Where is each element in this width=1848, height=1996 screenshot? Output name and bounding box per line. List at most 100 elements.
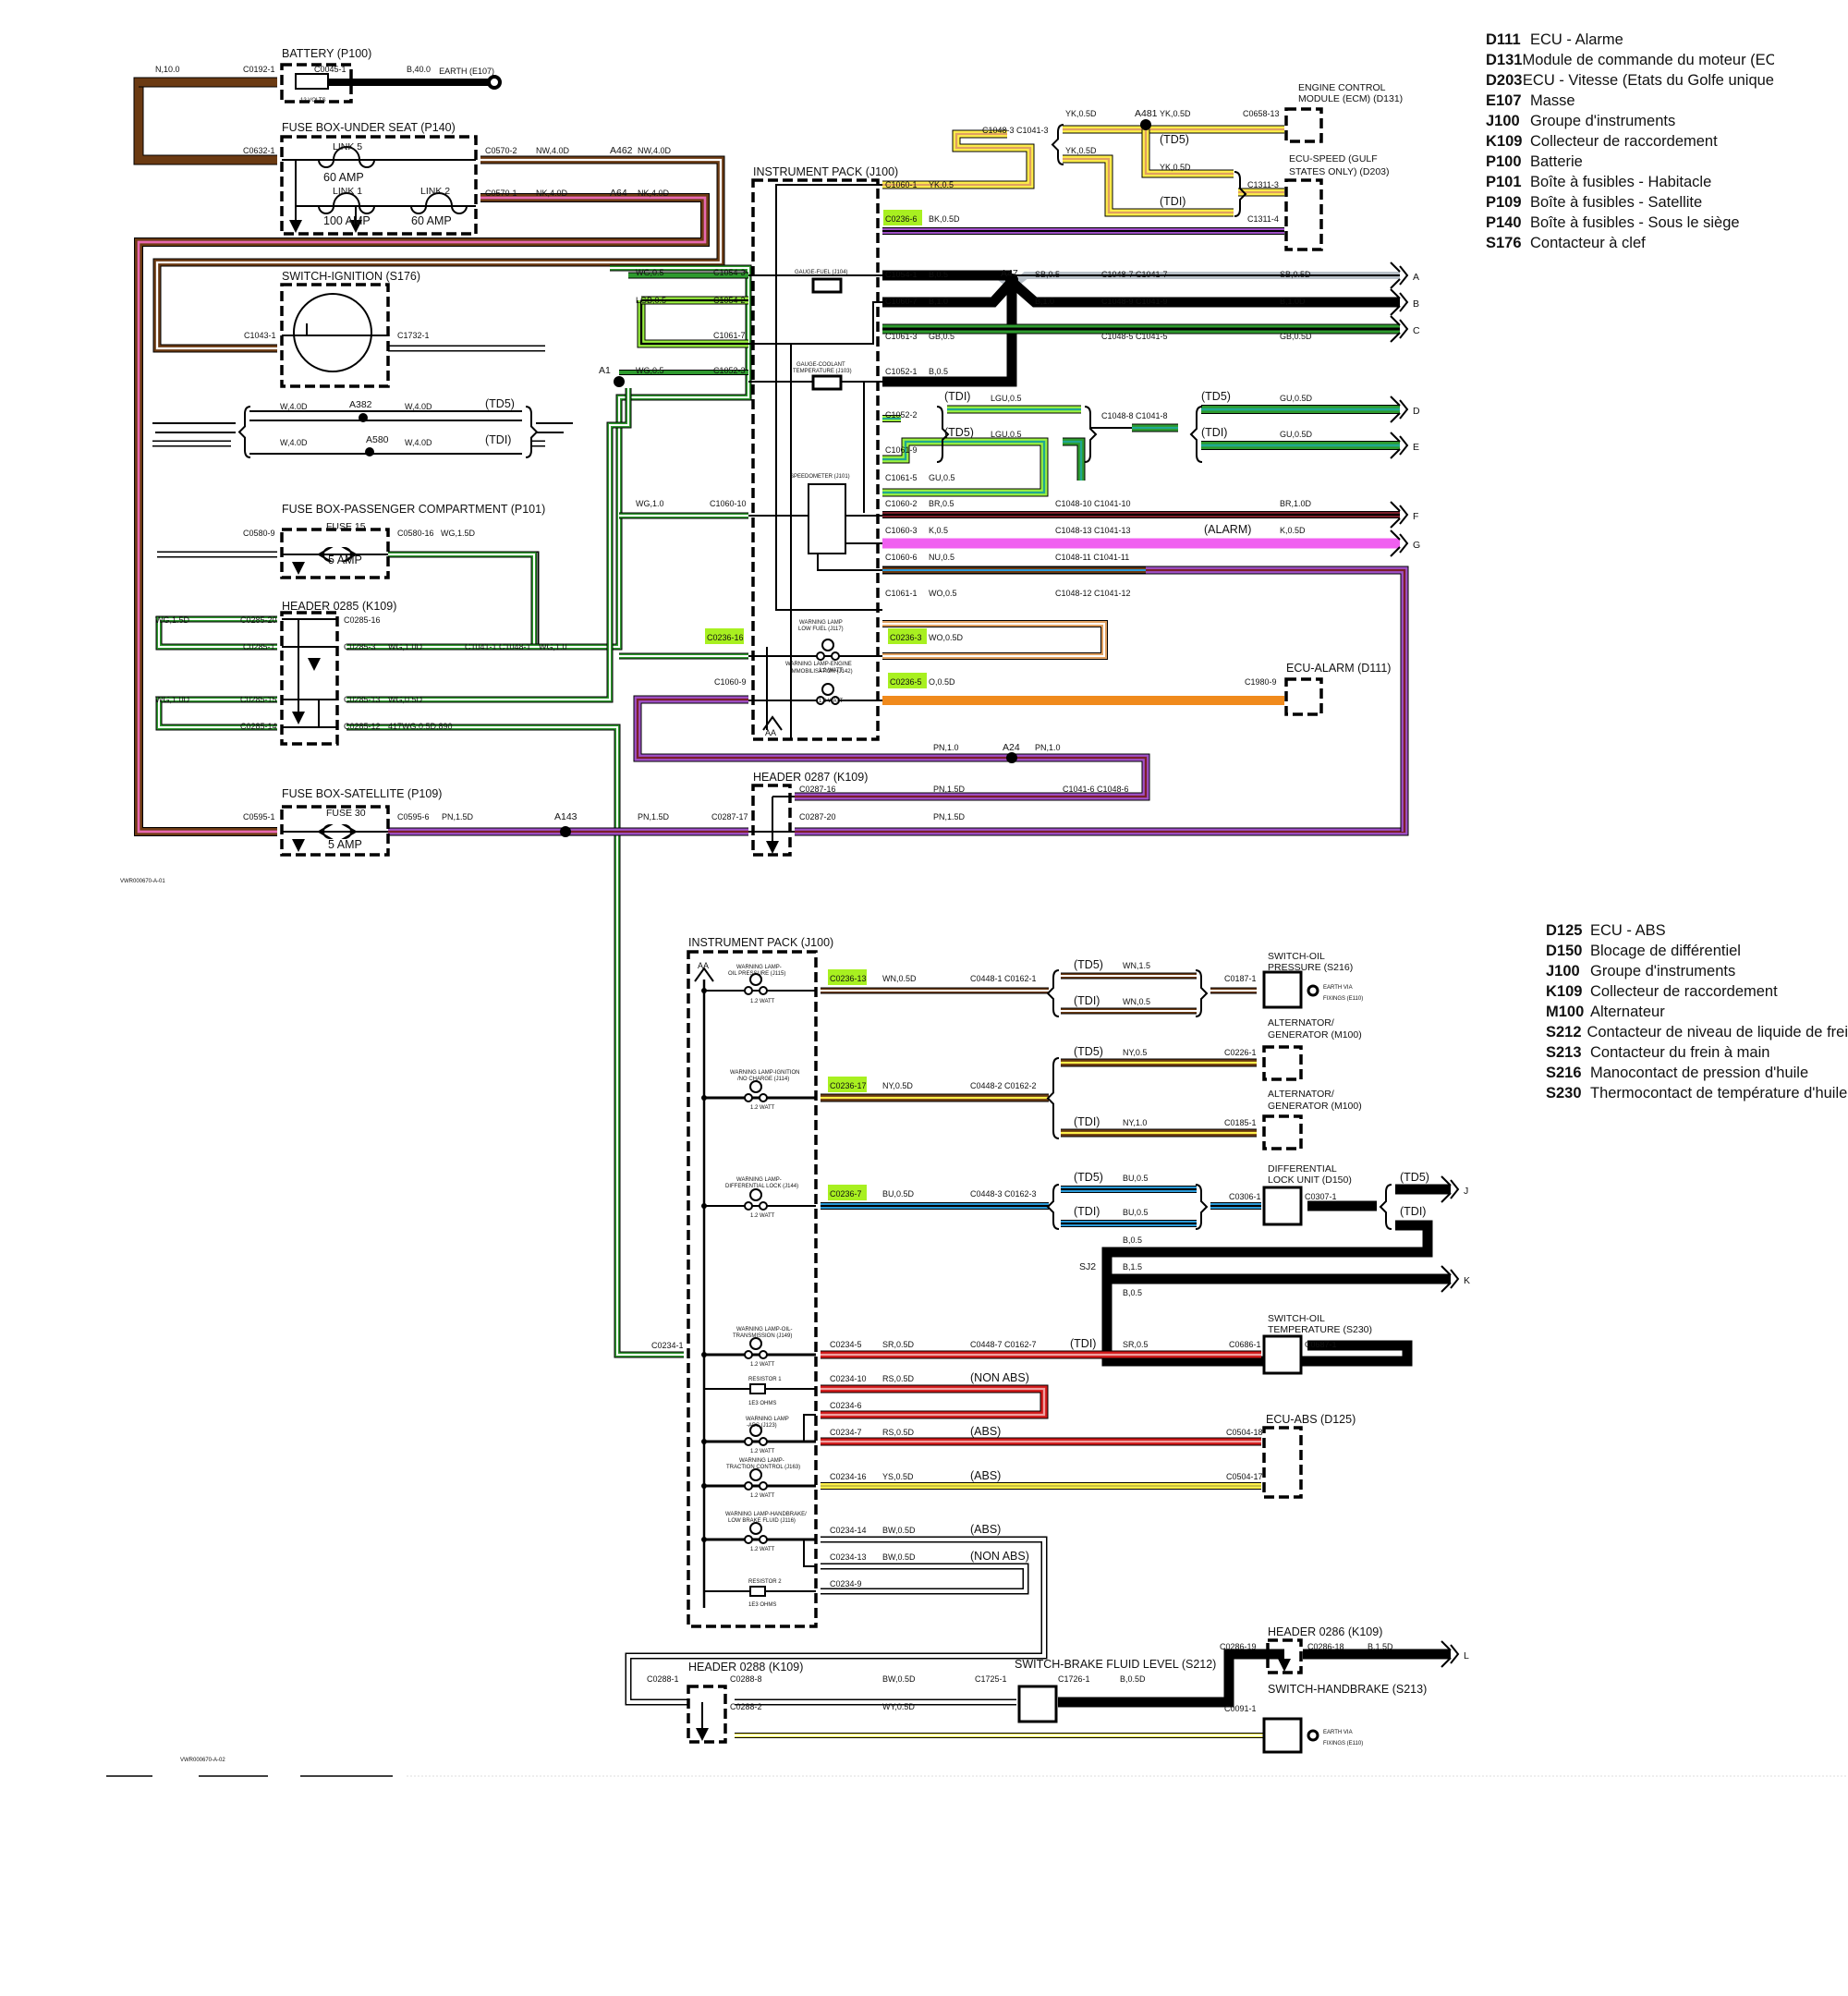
legend-code: P109 [1486, 194, 1522, 211]
wire-label: 5 AMP [328, 838, 362, 851]
line [748, 301, 882, 345]
wire-label: WO,0.5D [929, 633, 964, 642]
wire-label: C0285-20 [240, 615, 277, 625]
wire-label: 1E3 OHMS [748, 1602, 776, 1608]
wire-label: 100 AMP [323, 214, 371, 227]
wire-label: SB,0.5D [1280, 270, 1311, 279]
wire-label: 60 AMP [411, 214, 452, 227]
wire-label: C0595-1 [243, 812, 275, 822]
wire-label: C0288-1 [647, 1674, 679, 1684]
lamp-icon [749, 1080, 762, 1093]
legend-code: S212 [1546, 1024, 1582, 1041]
wire-rs05d-loop-stripe [821, 1387, 1046, 1417]
wire-label: C0285-16 [344, 615, 381, 625]
wire-label: LOCK UNIT (D150) [1268, 1174, 1352, 1186]
wire-label: C0286-19 [1220, 1642, 1257, 1651]
wire-label: A143 [554, 811, 578, 822]
diff-lock-unit-icon [1262, 1186, 1303, 1226]
wire-label: (TDI) [1074, 1205, 1100, 1218]
terminal-chevron-icon [1450, 1644, 1460, 1664]
wire-label: C0287-17 [711, 812, 748, 822]
wire-label: WARNING LAMP- [739, 1458, 784, 1464]
terminal-chevron-icon [1399, 292, 1409, 312]
variant-brace [1046, 969, 1060, 1017]
wire-label: WN,1.5 [1123, 961, 1150, 970]
wire-lgb05-stripe [639, 300, 748, 346]
terminal-mark [1390, 529, 1401, 541]
wire-label: 1.2 WATT [750, 1213, 775, 1219]
wire-label: C0234-7 [830, 1428, 862, 1437]
connector-pin [759, 1093, 768, 1102]
earth-arrow-icon [292, 712, 305, 724]
legend-code: S216 [1546, 1065, 1582, 1081]
wire-label: RESISTOR 2 [748, 1579, 782, 1585]
alternator-box-2 [1262, 1114, 1303, 1150]
switch-oil-temp-icon [1262, 1334, 1303, 1375]
legend-label: Contacteur de niveau de liquide de frei [1587, 1024, 1848, 1041]
wire-label: C1052-2 [885, 410, 918, 420]
wire-label: SB,0.5 [1035, 270, 1060, 279]
terminal-mark [1441, 1657, 1452, 1668]
wire-label: WG,1.0D [155, 695, 190, 704]
wire-label: PN,1.0 [933, 743, 959, 752]
terminal-chevron-icon [1399, 435, 1409, 456]
legend-code: D203 [1486, 72, 1523, 89]
wire-label: C0306-1 [1229, 1192, 1261, 1201]
component-title: INSTRUMENT PACK (J100) [753, 165, 898, 178]
wire-label: C0448-3 C0162-3 [970, 1189, 1037, 1199]
wire-label: DIFFERENTIAL LOCK (J144) [725, 1184, 798, 1189]
wire-label: GAUGE-FUEL (J104) [795, 270, 847, 275]
wire-label: W,4.0D [405, 438, 432, 447]
gauge-coolant-icon [811, 374, 843, 391]
connector-id-highlighted: C0236-7 [830, 1189, 862, 1199]
legend-code: J100 [1486, 113, 1520, 129]
wire-label: PN,1.5D [442, 812, 474, 822]
wire-label: WARNING LAMP-OIL- [736, 1327, 792, 1333]
wire-label: YK,0.5D [1160, 109, 1191, 118]
ecm-box [1284, 107, 1323, 143]
fuse-link-icon [318, 192, 375, 214]
wire-stripe [1063, 440, 1083, 481]
earth-arrow-icon [766, 841, 779, 854]
line [803, 1414, 816, 1442]
variant-brace [1195, 969, 1209, 1017]
wire-label: WY,0.5D [882, 1702, 915, 1711]
legend-code: D111 [1486, 31, 1521, 48]
terminal-label: K [1464, 1275, 1470, 1286]
legend-label: Manocontact de pression d'huile [1590, 1065, 1809, 1081]
earth-arrow-icon [308, 658, 321, 671]
wire-label: C0234-1 [651, 1341, 684, 1350]
wire-label: WG,0.5D [388, 695, 423, 704]
wire-b05d [1058, 1649, 1284, 1708]
wire-label: ENGINE CONTROL [1298, 82, 1386, 93]
fuse-link-icon [318, 146, 375, 168]
wire-label: YK,0.5D [1065, 146, 1097, 155]
ignition-switch-icon [293, 293, 372, 372]
variant-brace [1046, 1184, 1060, 1230]
component-title: INSTRUMENT PACK (J100) [688, 936, 833, 949]
wire-label: C0570-1 [485, 189, 517, 198]
legend-label: Blocage de différentiel [1590, 943, 1741, 959]
wire-label: YK,0.5 [929, 180, 954, 189]
connector-pin [759, 1481, 768, 1491]
wire-label: (ABS) [970, 1469, 1001, 1482]
wire-label: A24 [1003, 742, 1020, 753]
wire-label: C1052-3 [713, 366, 746, 375]
wire-label: C1980-9 [1245, 677, 1277, 687]
terminal-mark [1390, 262, 1401, 273]
wire-label: C1054-2 [713, 296, 746, 305]
battery-box [280, 63, 353, 103]
terminal-mark [1390, 546, 1401, 557]
wire-label: (ALARM) [1204, 523, 1251, 536]
legend-label: Groupe d'instruments [1590, 963, 1736, 980]
wire-label: C0045-1 [314, 65, 346, 74]
diagram-reference: VWR000670-A-01 [120, 879, 165, 884]
wire-label: IMMOBILISATION (J142) [790, 669, 853, 675]
terminal-label: C [1413, 325, 1420, 336]
